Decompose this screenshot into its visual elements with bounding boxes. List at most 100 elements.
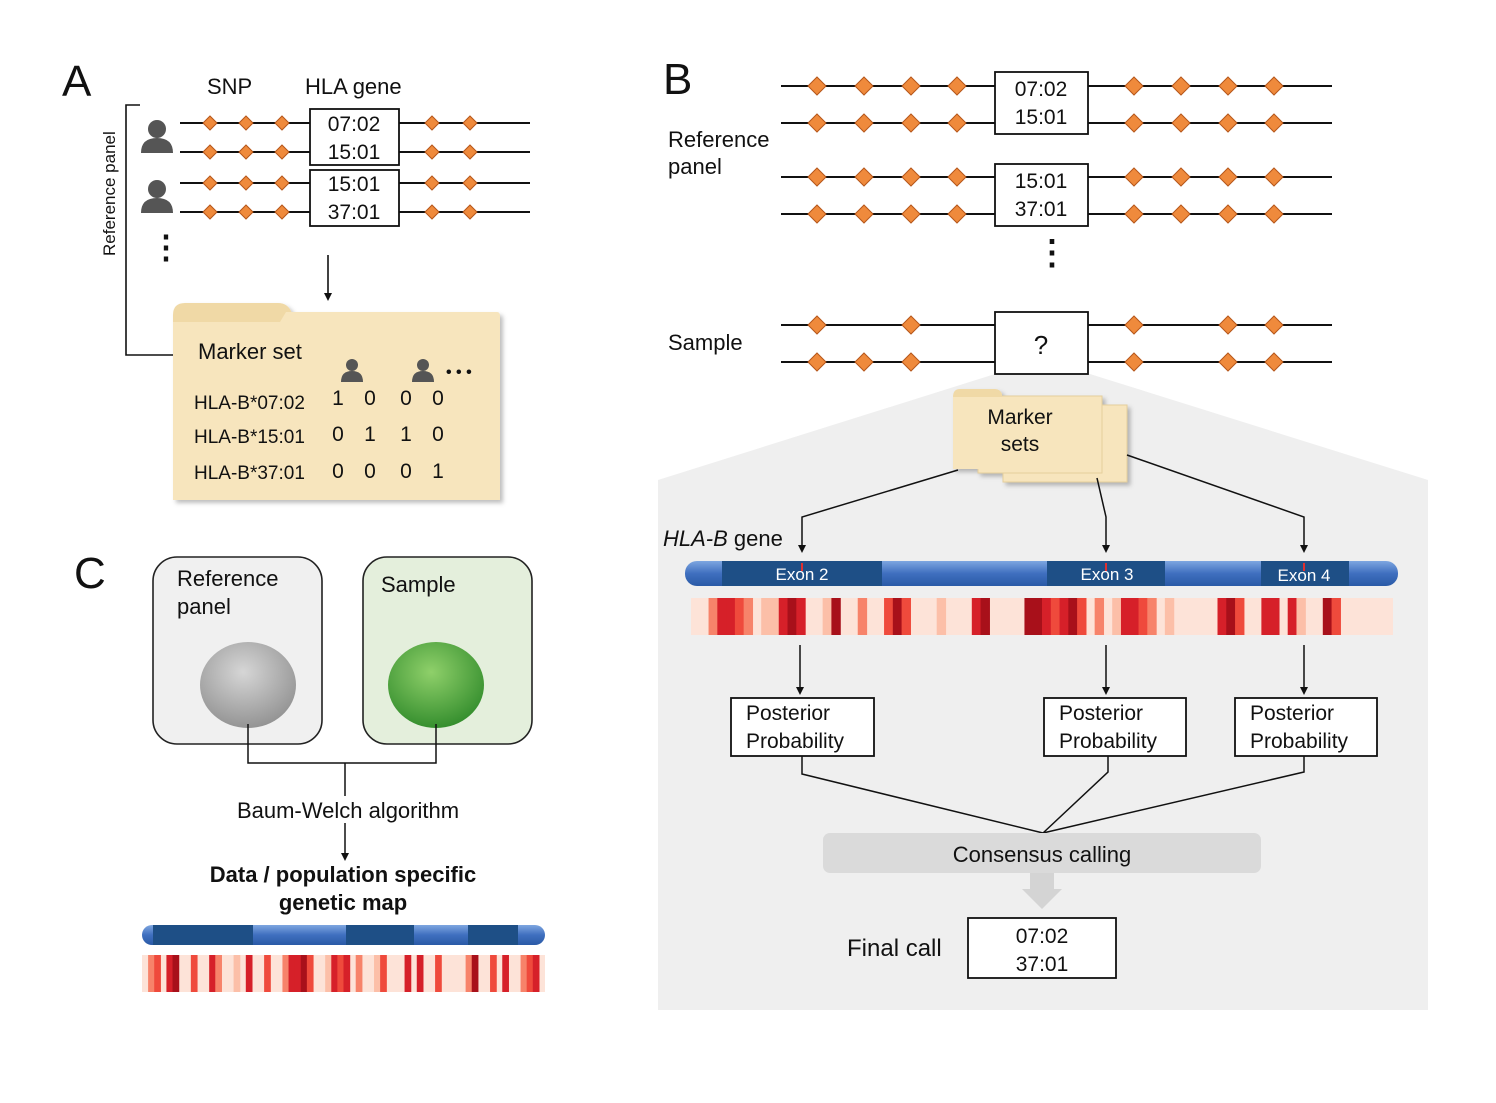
recombination-heatmap bbox=[691, 598, 1393, 635]
hla-allele-box bbox=[994, 71, 1089, 135]
panel-a-label: A bbox=[62, 57, 92, 106]
marker-value: 0 bbox=[332, 423, 344, 446]
unknown-sample-box bbox=[994, 311, 1089, 375]
snp-marker bbox=[854, 204, 874, 224]
marker-allele-name: HLA-B*15:01 bbox=[194, 427, 305, 448]
marker-sets-label: Marker bbox=[987, 406, 1052, 429]
panel-b-snps bbox=[807, 76, 1284, 372]
gene-label: HLA-B gene bbox=[663, 526, 783, 551]
hla-allele: 15:01 bbox=[328, 173, 381, 196]
consensus-arrow bbox=[1022, 873, 1062, 909]
snp-marker bbox=[1124, 352, 1144, 372]
heat-cell bbox=[215, 955, 222, 992]
snp-marker bbox=[1264, 352, 1284, 372]
heat-cell bbox=[796, 598, 806, 635]
snp-marker bbox=[807, 352, 827, 372]
heat-cell bbox=[1033, 598, 1043, 635]
heat-cell bbox=[404, 955, 412, 992]
marker-sets-label: sets bbox=[1001, 433, 1040, 456]
snp-marker bbox=[1171, 113, 1191, 133]
snp-marker bbox=[1171, 204, 1191, 224]
heat-cell bbox=[233, 955, 241, 992]
hla-allele-box bbox=[309, 169, 400, 227]
heat-cell bbox=[294, 955, 302, 992]
snp-marker bbox=[1264, 113, 1284, 133]
snp-marker bbox=[854, 167, 874, 187]
snp-marker bbox=[202, 204, 218, 220]
snp-marker bbox=[238, 144, 254, 160]
snp-marker bbox=[424, 175, 440, 191]
heat-cell bbox=[154, 955, 161, 992]
final-call-allele: 37:01 bbox=[1016, 953, 1069, 976]
reference-panel-vertical-label: Reference panel bbox=[100, 131, 119, 256]
snp-marker bbox=[424, 204, 440, 220]
heat-cell bbox=[1270, 598, 1280, 635]
posterior-probability-box bbox=[1234, 697, 1378, 757]
marker-value: 1 bbox=[332, 387, 344, 410]
hla-allele-box bbox=[994, 163, 1089, 227]
hla-allele: 07:02 bbox=[328, 113, 381, 136]
sample-label: Sample bbox=[668, 330, 743, 355]
posterior-label: Posterior bbox=[1250, 702, 1334, 725]
hla-allele: 15:01 bbox=[328, 141, 381, 164]
hla-allele: 15:01 bbox=[1015, 170, 1068, 193]
posterior-probability-box bbox=[1043, 697, 1187, 757]
exon-label: Exon 3 bbox=[1081, 565, 1134, 584]
heat-cell bbox=[1112, 598, 1122, 635]
snp-marker bbox=[238, 115, 254, 131]
heat-cell bbox=[331, 955, 338, 992]
unknown-sample-mark: ? bbox=[1034, 330, 1048, 360]
sample-label: Sample bbox=[381, 572, 456, 597]
snp-marker bbox=[807, 315, 827, 335]
heat-cell bbox=[380, 955, 387, 992]
marker-value: 0 bbox=[432, 387, 444, 410]
person-icon bbox=[141, 180, 173, 213]
heat-cell bbox=[884, 598, 894, 635]
marker-value: 0 bbox=[400, 460, 412, 483]
snp-marker bbox=[807, 76, 827, 96]
snp-marker bbox=[424, 144, 440, 160]
heat-cell bbox=[190, 955, 198, 992]
snp-marker bbox=[238, 175, 254, 191]
heat-cell bbox=[857, 598, 868, 635]
genetic-map-heatmap bbox=[142, 955, 545, 992]
reference-panel-label: panel bbox=[177, 594, 231, 619]
snp-marker bbox=[1124, 76, 1144, 96]
marker-value: 0 bbox=[432, 423, 444, 446]
heat-cell bbox=[264, 955, 271, 992]
heat-cell bbox=[325, 955, 332, 992]
heat-cell bbox=[1235, 598, 1245, 635]
marker-set-title: Marker set bbox=[198, 339, 302, 364]
snp-marker bbox=[1264, 204, 1284, 224]
person-icon bbox=[341, 359, 363, 382]
snp-marker bbox=[807, 167, 827, 187]
heat-cell bbox=[526, 955, 534, 992]
algorithm-label: Baum-Welch algorithm bbox=[237, 798, 459, 823]
heat-cell bbox=[1164, 598, 1175, 635]
hla-allele: 15:01 bbox=[1015, 106, 1068, 129]
heat-cell bbox=[1077, 598, 1087, 635]
heat-cell bbox=[374, 955, 381, 992]
final-call-label: Final call bbox=[847, 935, 942, 962]
baum-welch-connector bbox=[247, 724, 437, 861]
snp-marker bbox=[947, 113, 967, 133]
heat-cell bbox=[1042, 598, 1052, 635]
marker-value: 0 bbox=[332, 460, 344, 483]
snp-marker bbox=[1124, 167, 1144, 187]
snp-marker bbox=[274, 175, 290, 191]
snp-marker bbox=[238, 204, 254, 220]
heat-cell bbox=[502, 955, 509, 992]
snp-marker bbox=[854, 113, 874, 133]
snp-marker bbox=[462, 204, 478, 220]
snp-marker bbox=[1264, 315, 1284, 335]
heat-cell bbox=[1068, 598, 1078, 635]
snp-marker bbox=[1218, 113, 1238, 133]
snp-marker bbox=[901, 76, 921, 96]
reference-panel-label: panel bbox=[668, 154, 722, 179]
snp-marker bbox=[462, 175, 478, 191]
snp-marker bbox=[901, 204, 921, 224]
panel-c-label: C bbox=[74, 549, 106, 598]
panel-a: A SNP HLA gene Reference panel ⋮ 07:02 1… bbox=[62, 57, 530, 500]
chromosome-band bbox=[153, 925, 253, 945]
heat-cell bbox=[245, 955, 253, 992]
